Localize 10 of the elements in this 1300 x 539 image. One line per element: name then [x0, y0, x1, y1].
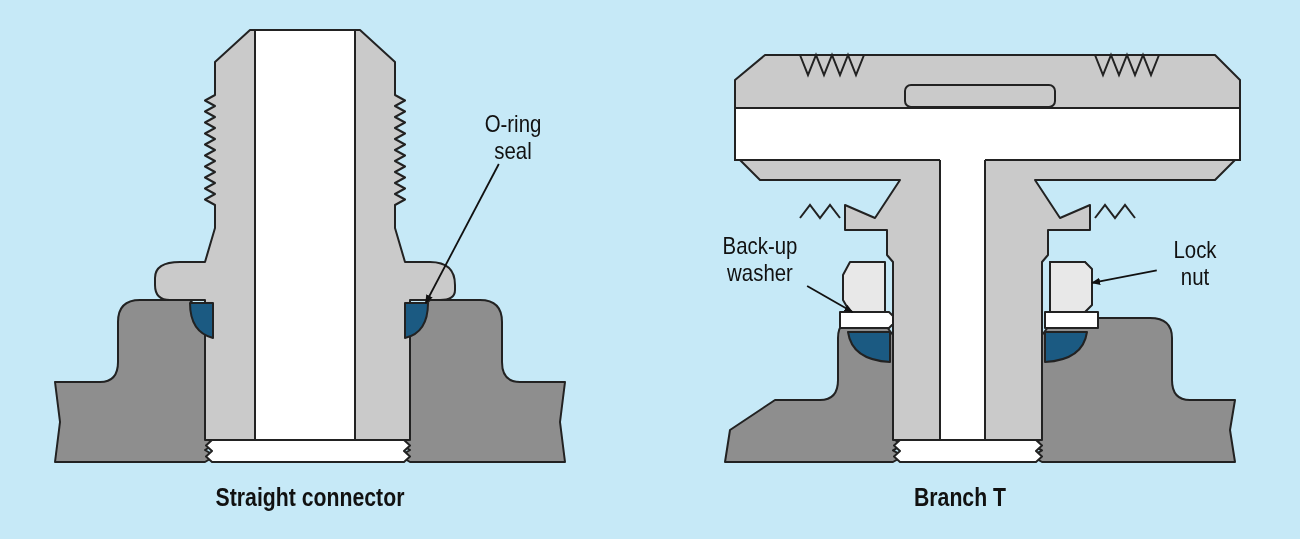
- figure-caption: Branch T: [913, 483, 1007, 512]
- back-up-washer: [839, 311, 894, 329]
- part-label: O-ring seal: [466, 110, 560, 164]
- leader-line: [424, 163, 500, 304]
- part-label: Lock nut: [1156, 236, 1234, 290]
- part-label: Back-up washer: [692, 232, 828, 286]
- lock-nut: [1049, 261, 1093, 313]
- leader-line: [806, 285, 854, 313]
- leader-line: [1091, 269, 1158, 285]
- figure-caption: Straight connector: [215, 483, 405, 512]
